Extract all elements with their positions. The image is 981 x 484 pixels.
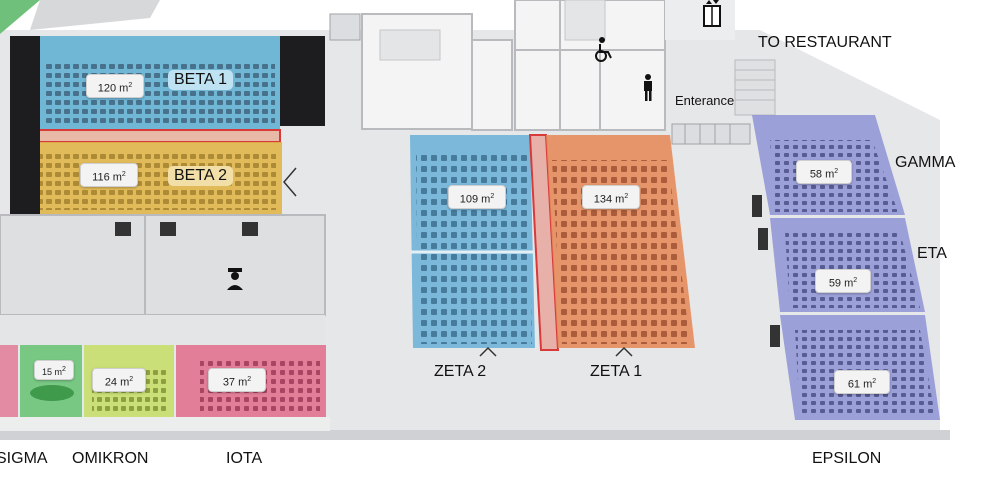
eta-label: ETA [917,245,947,262]
screen [160,222,176,236]
area-value: 116 m [92,171,122,184]
area-unit: 2 [834,168,839,175]
zeta2-seating [416,150,532,344]
zeta1-door-marker [615,346,633,357]
restroom-icon [644,74,652,101]
beta2-seating [36,150,276,210]
beta-stage [10,36,40,214]
area-value: 61 m [847,378,873,391]
area-unit: 2 [62,366,66,373]
restroom-stalls [564,0,606,41]
sigma-label: SIGMA [0,450,48,467]
bottom-wall [0,417,330,431]
area-value: 58 m [809,168,835,181]
elevator-icon [703,0,721,27]
security-guard-icon [227,268,243,290]
area-value: 15 m [42,367,63,377]
screen [115,222,131,236]
zeta1-area-badge: 134 m2 [582,185,640,209]
area-value: 37 m [222,376,248,389]
entrance-doors [671,123,751,145]
beta-door-marker [283,167,297,197]
area-value: 59 m [828,277,854,290]
beta-back-wall [280,36,325,126]
green-corner-room [0,0,40,34]
screen [242,222,258,236]
beta1-seating [45,60,275,126]
beta2-area-badge: 116 m2 [80,163,138,187]
area-unit: 2 [129,376,134,383]
zeta2-door-marker [479,346,497,357]
iota-label: IOTA [226,450,263,467]
corridor-block [30,0,160,30]
area-value: 109 m [459,193,491,206]
area-value: 24 m [104,376,130,389]
corridor [0,315,325,345]
beta2-label: BETA 2 [168,166,234,186]
area-unit: 2 [490,193,495,200]
area-unit: 2 [128,82,133,89]
zeta2-label: ZETA 2 [434,363,487,380]
zeta1-label: ZETA 1 [590,363,643,380]
area-unit: 2 [247,376,252,383]
beta1-label: BETA 1 [168,70,234,90]
restaurant-stairs [734,59,776,116]
area-unit: 2 [853,277,858,284]
eta-area-badge: 59 m2 [815,269,871,293]
service-room [471,39,513,131]
gamma-area-badge: 58 m2 [796,160,852,184]
screen [752,195,762,217]
facade [0,430,950,440]
epsilon-area-badge: 61 m2 [834,370,890,394]
small-room-edge [0,345,18,417]
area-unit: 2 [121,171,126,178]
beta1-area-badge: 120 m2 [86,74,144,98]
beta-divider [34,129,281,143]
elevator-area [665,0,735,40]
epsilon-label: EPSILON [812,450,882,467]
omikron-label: OMIKRON [72,450,149,467]
stairs [379,29,441,61]
area-value: 120 m [97,82,129,95]
zeta-divider [528,134,560,351]
iota-area-badge: 37 m2 [208,368,266,392]
screen [758,228,768,250]
area-unit: 2 [624,193,629,200]
side-door [329,13,361,41]
entrance-label: Enterance [675,93,735,108]
screen [770,325,780,347]
area-unit: 2 [872,378,877,385]
wheelchair-icon [595,37,612,62]
to-restaurant-label: TO RESTAURANT [758,34,892,51]
omikron-area-badge: 24 m2 [92,368,146,392]
zeta2-area-badge: 109 m2 [448,185,506,209]
gamma-label: GAMMA [895,154,956,171]
sigma-room [20,345,82,417]
area-value: 134 m [593,193,625,206]
sigma-table [30,385,74,401]
sigma-area-badge: 15 m2 [34,360,74,380]
